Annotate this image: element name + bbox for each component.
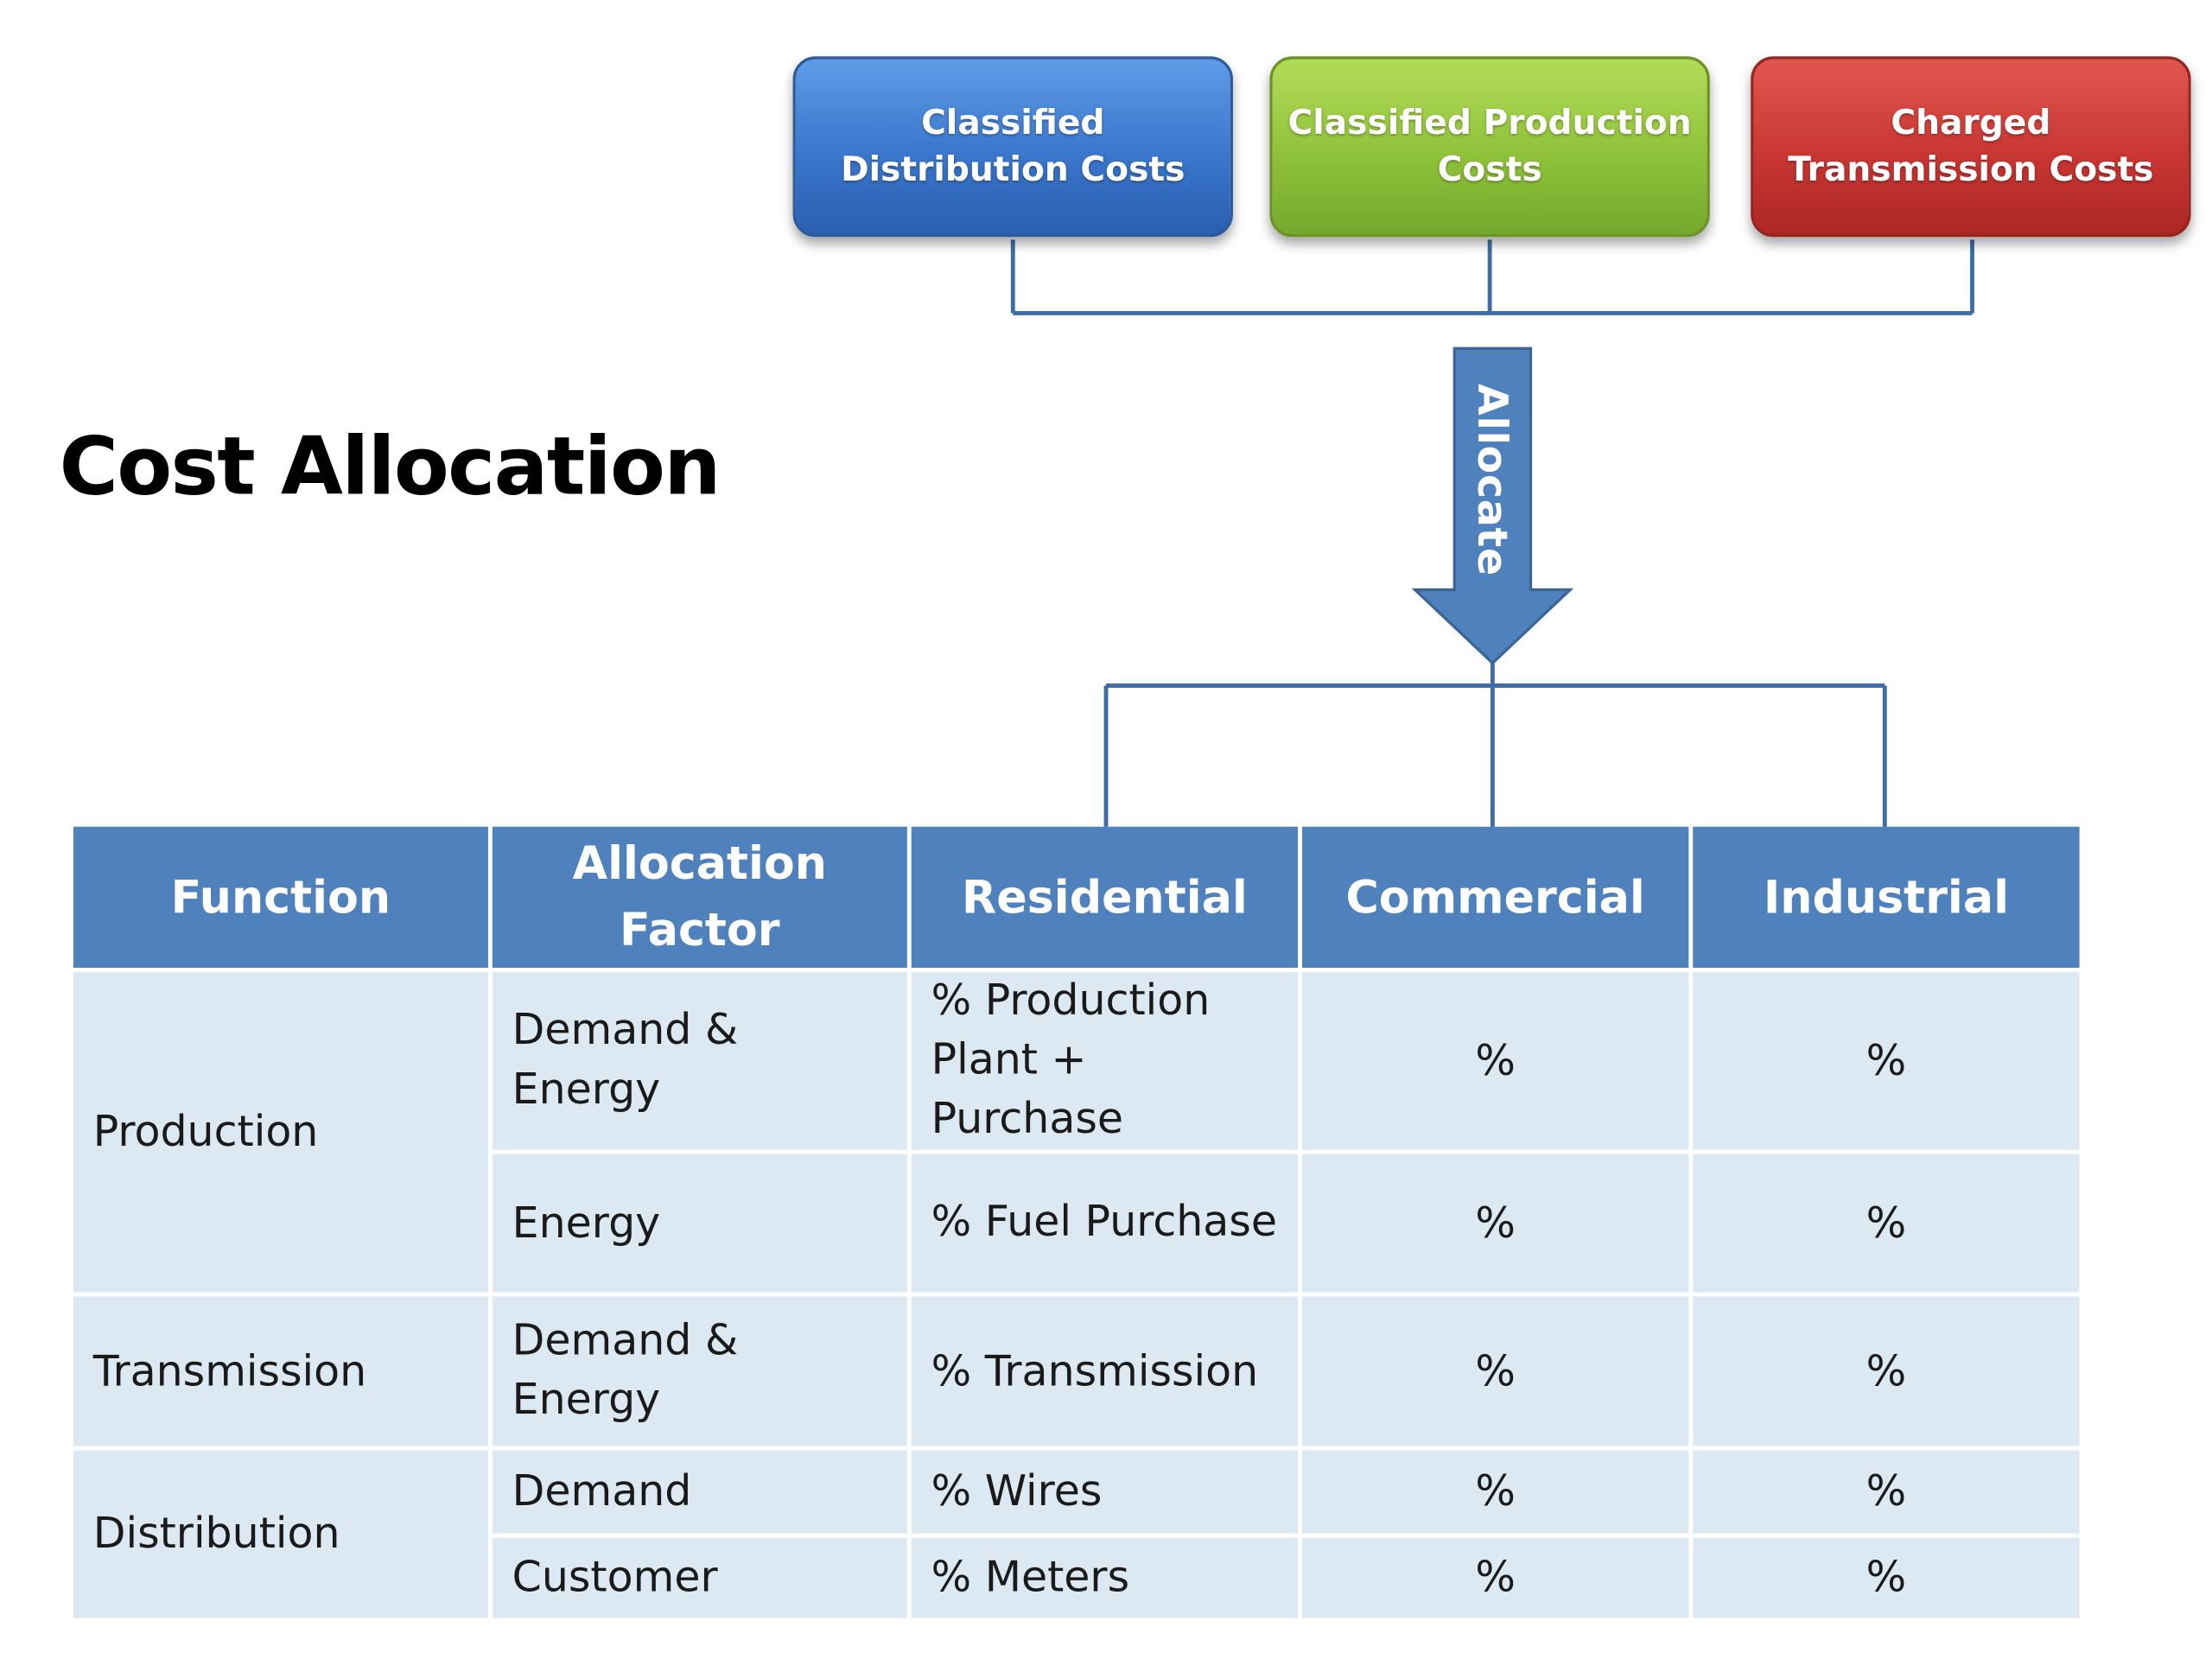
factor-cell: Energy — [492, 1154, 907, 1293]
header-function: Function — [73, 826, 488, 969]
factor-cell: Demand & Energy — [492, 971, 907, 1150]
allocate-label: Allocate — [1468, 383, 1517, 576]
box-label: Charged Transmission Costs — [1788, 103, 2154, 189]
industrial-cell: % — [1693, 1450, 2080, 1534]
box-label: Classified Production Costs — [1287, 103, 1692, 189]
factor-cell: Customer — [492, 1537, 907, 1618]
industrial-cell: % — [1693, 1296, 2080, 1446]
table-row: Energy % Fuel Purchase % % — [73, 1154, 2080, 1293]
function-cell: Production — [73, 971, 488, 1293]
industrial-cell: % — [1693, 1154, 2080, 1293]
function-cell: Transmission — [73, 1296, 488, 1446]
commercial-cell: % — [1301, 1296, 1689, 1446]
header-allocation-factor: Allocation Factor — [492, 826, 907, 969]
factor-cell: Demand & Energy — [492, 1296, 907, 1446]
table-header-row: Function Allocation Factor Residential C… — [73, 826, 2080, 969]
function-cell: Distribution — [73, 1450, 488, 1618]
header-commercial: Commercial — [1301, 826, 1689, 969]
allocation-table: Function Allocation Factor Residential C… — [69, 823, 2083, 1623]
factor-cell: Demand — [492, 1450, 907, 1534]
header-industrial: Industrial — [1693, 826, 2080, 969]
charged-transmission-costs-box: Charged Transmission Costs — [1751, 56, 2191, 238]
table-row: Transmission Demand & Energy % Transmiss… — [73, 1296, 2080, 1446]
industrial-cell: % — [1693, 971, 2080, 1150]
table-row: Production Demand & Energy % Production … — [73, 971, 2080, 1293]
commercial-cell: % — [1301, 1154, 1689, 1293]
industrial-cell: % — [1693, 1537, 2080, 1618]
residential-cell: % Meters — [911, 1537, 1299, 1618]
allocate-arrow — [1411, 346, 1574, 665]
commercial-cell: % — [1301, 1450, 1689, 1534]
table-row: Customer % Meters % % — [73, 1537, 2080, 1618]
commercial-cell: % — [1301, 971, 1689, 1150]
box-label: Classified Distribution Costs — [841, 103, 1185, 189]
commercial-cell: % — [1301, 1537, 1689, 1618]
residential-cell: % Production Plant + Purchase — [911, 971, 1299, 1150]
slide-title: Cost Allocation — [59, 420, 721, 514]
classified-distribution-costs-box: Classified Distribution Costs — [792, 56, 1233, 238]
residential-cell: % Transmission — [911, 1296, 1299, 1446]
residential-cell: % Wires — [911, 1450, 1299, 1534]
table-row: Distribution Demand % Wires % % — [73, 1450, 2080, 1618]
classified-production-costs-box: Classified Production Costs — [1269, 56, 1710, 238]
header-residential: Residential — [911, 826, 1299, 969]
residential-cell: % Fuel Purchase — [911, 1154, 1299, 1293]
